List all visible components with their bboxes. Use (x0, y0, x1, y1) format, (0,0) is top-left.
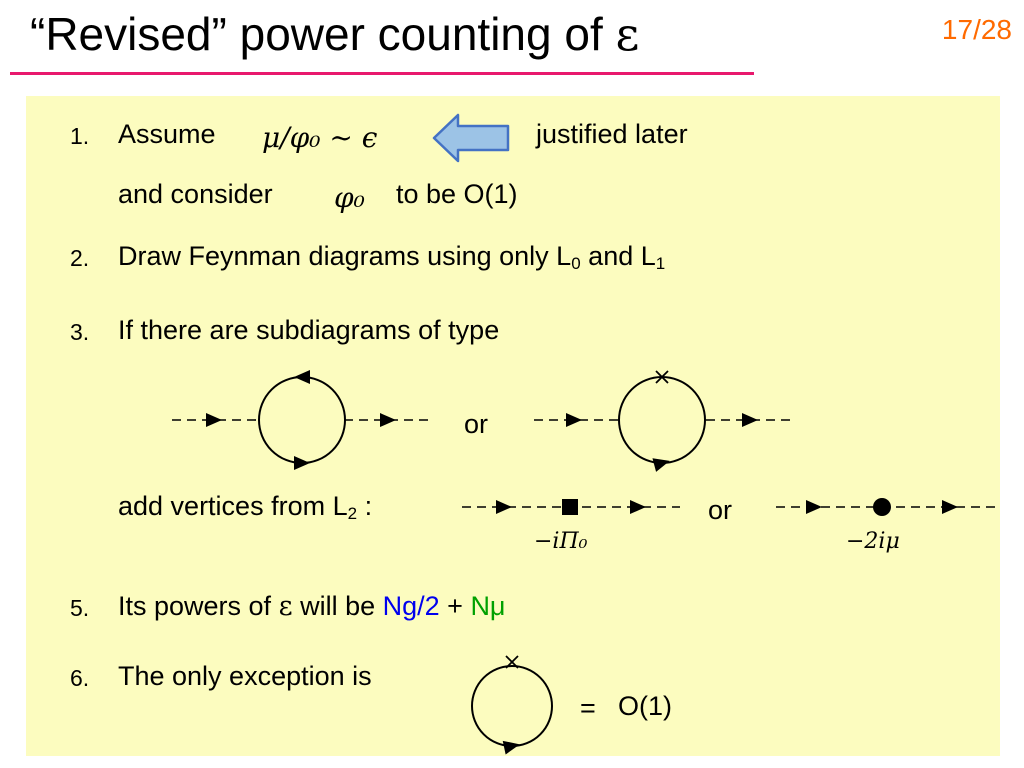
item3-number: 3. (70, 319, 90, 345)
subdiagrams-text: If there are subdiagrams of type (118, 315, 500, 345)
left-arrow-icon (432, 113, 510, 163)
assume-text: Assume (118, 119, 216, 149)
mu-over-phi-math: μ/φ₀ ~ ϵ (262, 121, 378, 154)
add-vertices-text: add vertices from L2 : (118, 491, 373, 523)
item2-number: 2. (70, 245, 90, 271)
bubble-diagram (172, 370, 434, 470)
order-one-text: to be O(1) (396, 179, 518, 209)
powers-text: Its powers of ε will be Ng/2 + Nμ (118, 591, 506, 622)
page-number: 17/28 (941, 14, 1012, 45)
closed-loop-with-cross-diagram (471, 655, 553, 755)
item6-number: 6. (70, 665, 90, 691)
content-panel (26, 96, 1000, 756)
phi0-math: φ₀ (334, 181, 365, 214)
exception-text: The only exception is (118, 661, 372, 691)
bubble-with-cross-diagram (534, 370, 796, 472)
item5-number: 5. (70, 595, 90, 621)
justified-later-text: justified later (536, 119, 688, 149)
pi-vertex-diagram (462, 499, 680, 515)
or-text-1: or (464, 409, 489, 439)
minus-i-pi0-label: −iΠ₀ (534, 529, 588, 554)
mu-vertex-diagram (776, 498, 998, 516)
feynman-instruction: Draw Feynman diagrams using only L0 and … (118, 241, 666, 273)
slide-title: “Revised” power counting of ε (30, 7, 640, 61)
exception-order-text: O(1) (618, 691, 672, 721)
or-text-2: or (708, 495, 733, 525)
equals-sign: = (580, 693, 596, 723)
title-underline (10, 72, 754, 75)
and-consider-text: and consider (118, 179, 273, 209)
minus-2i-mu-label: −2iμ (846, 529, 900, 554)
item1-number: 1. (70, 123, 90, 149)
